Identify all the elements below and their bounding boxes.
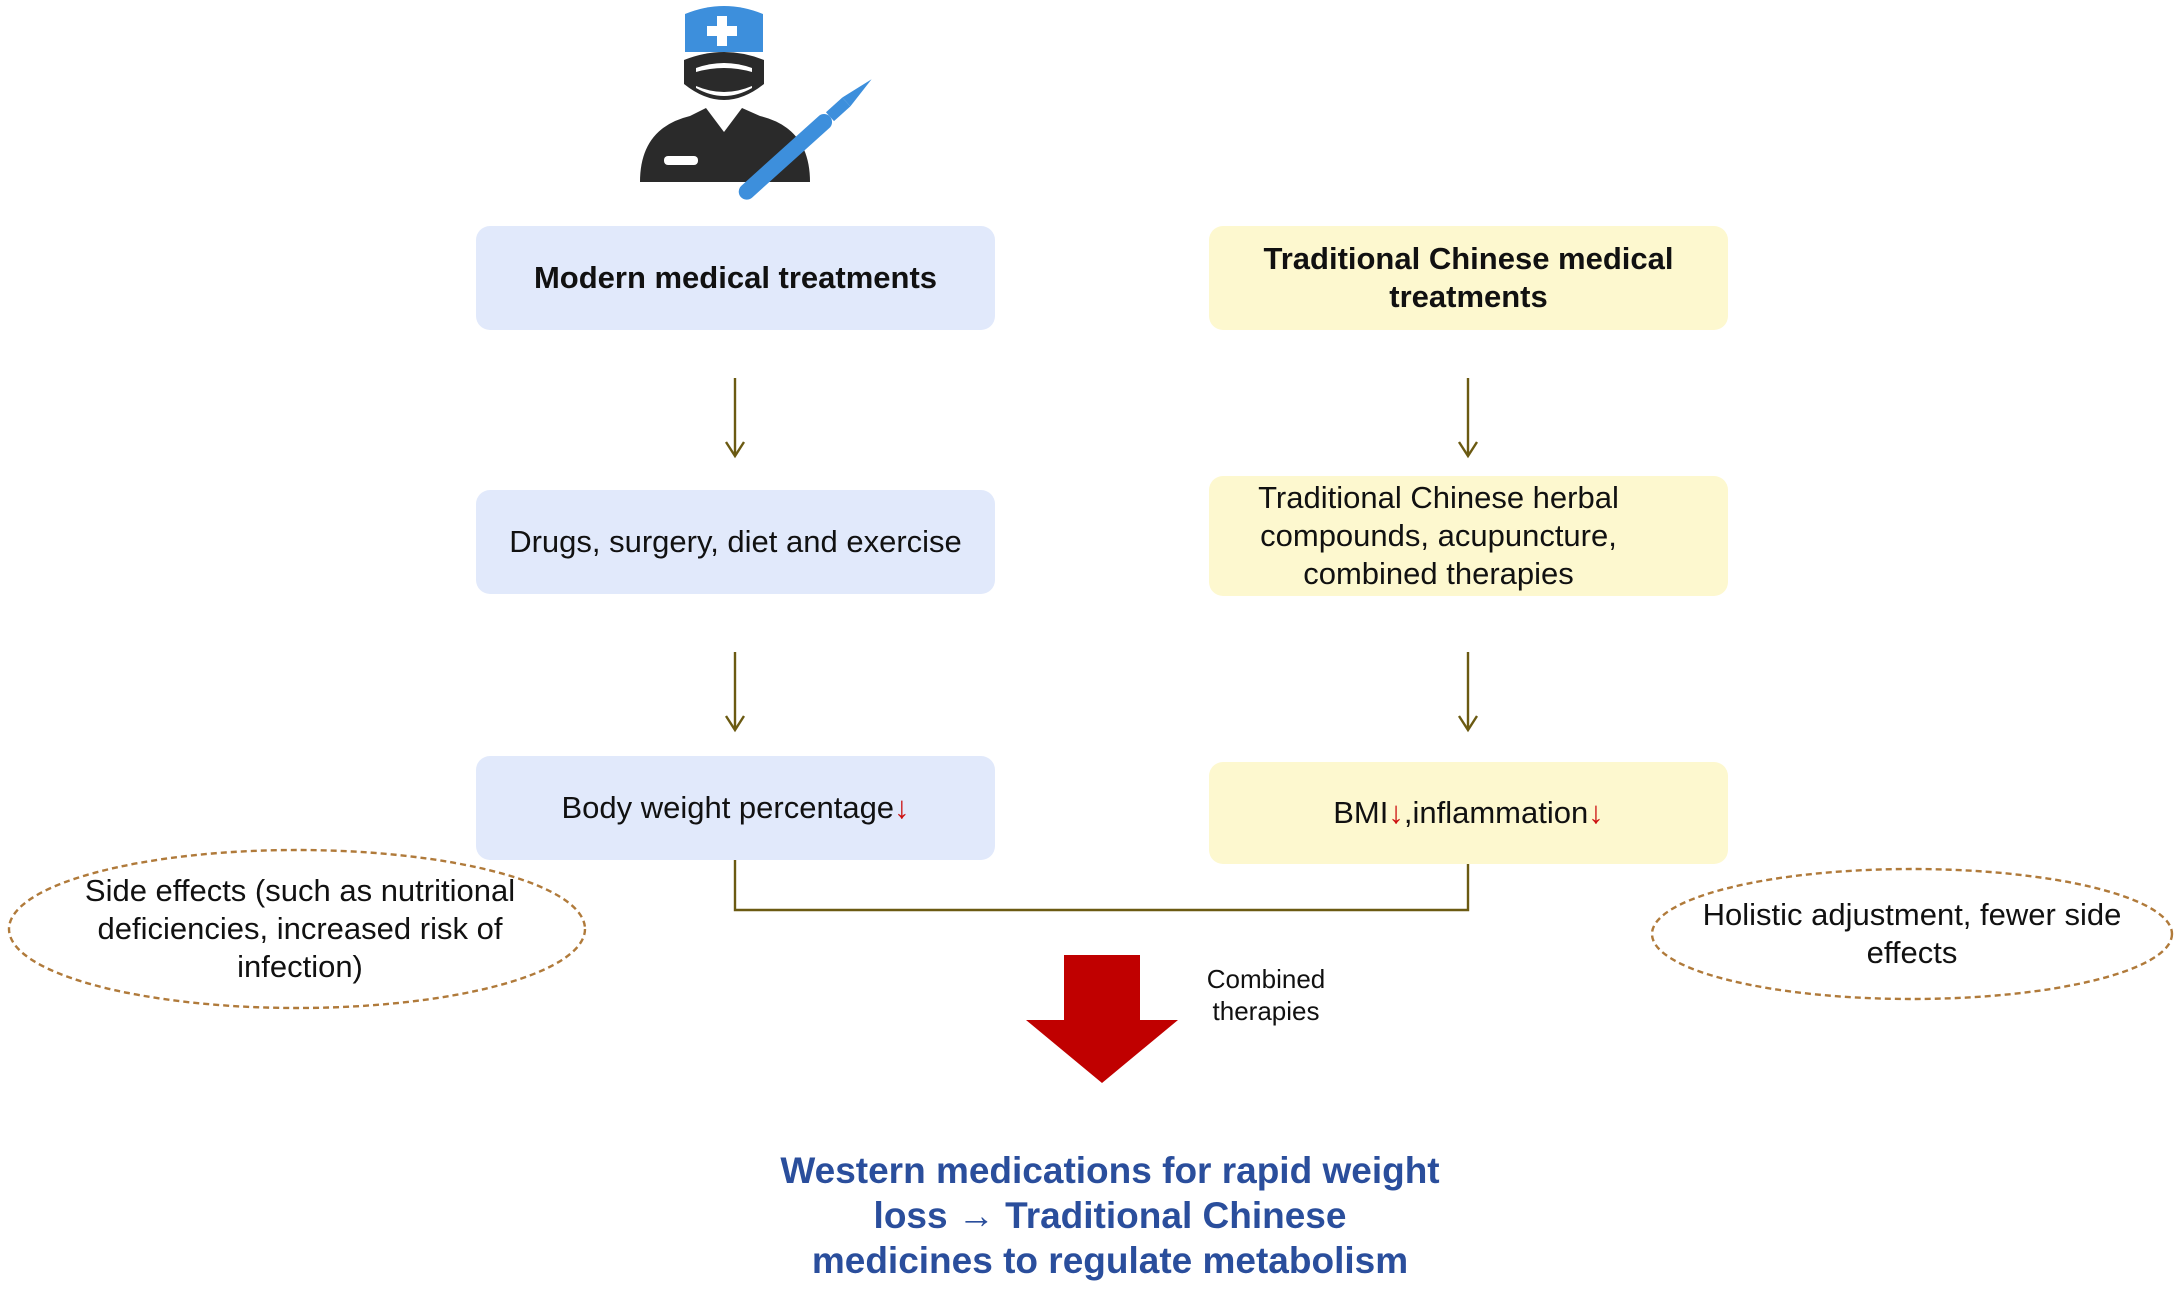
tcm-outcome-box: BMI↓,inflammation↓	[1209, 762, 1728, 864]
modern-methods-box: Drugs, surgery, diet and exercise	[476, 490, 995, 594]
big-down-arrow-icon	[1026, 955, 1178, 1083]
scalpel-icon	[738, 79, 872, 200]
body-weight-label: Body weight percentage	[561, 790, 895, 825]
modern-methods-text: Drugs, surgery, diet and exercise	[509, 524, 962, 559]
right-note-ellipse	[1650, 867, 2174, 1001]
decrease-arrow-icon: ↓	[1388, 795, 1404, 830]
tcm-methods-text: Traditional Chinese herbal compounds, ac…	[1258, 480, 1619, 591]
modern-outcome-box: Body weight percentage↓	[476, 756, 995, 860]
modern-treatments-title: Modern medical treatments	[533, 260, 938, 295]
tcm-methods-box: Traditional Chinese herbal compounds, ac…	[1209, 476, 1728, 596]
decrease-arrow-icon: ↓	[894, 790, 910, 825]
merge-connector	[733, 860, 1470, 912]
tcm-treatments-title: Traditional Chinese medical treatments	[1263, 241, 1674, 314]
combined-therapies-label: Combined therapies	[1206, 964, 1326, 1026]
left-note-ellipse	[7, 848, 587, 1010]
modern-outcome-text: Body weight percentage↓	[561, 789, 909, 827]
tcm-treatments-box: Traditional Chinese medical treatments	[1209, 226, 1728, 330]
inflammation-label: ,inflammation	[1403, 795, 1589, 830]
tcm-outcome-text: BMI↓,inflammation↓	[1333, 794, 1603, 832]
bmi-label: BMI	[1333, 795, 1389, 830]
modern-treatments-box: Modern medical treatments	[476, 226, 995, 330]
decrease-arrow-icon: ↓	[1588, 795, 1604, 830]
holistic-note: Holistic adjustment, fewer side effects	[1702, 897, 2122, 970]
conclusion-text: Western medications for rapid weight los…	[780, 1150, 1440, 1281]
side-effects-note: Side effects (such as nutritional defici…	[84, 873, 516, 984]
